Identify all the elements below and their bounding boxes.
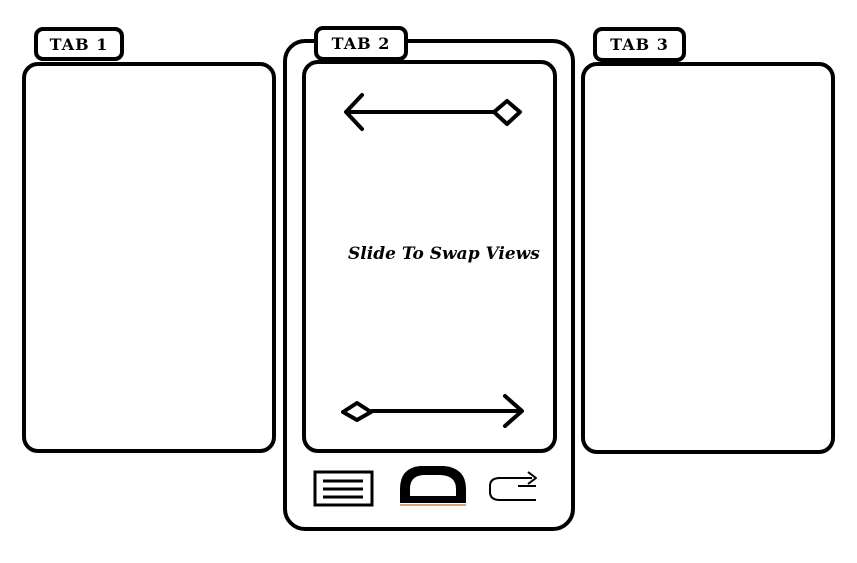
menu-icon[interactable] (313, 470, 374, 507)
tab-2[interactable]: TAB 2 (314, 26, 408, 61)
tab-3[interactable]: TAB 3 (593, 27, 686, 62)
swipe-right-arrow-icon (341, 394, 524, 428)
back-icon[interactable] (489, 471, 537, 501)
home-icon[interactable] (400, 466, 466, 506)
swipe-caption: Slide To Swap Views (348, 244, 540, 264)
view-panel-tab-3 (581, 62, 835, 454)
tab-1[interactable]: TAB 1 (34, 27, 124, 61)
swipe-left-arrow-icon (344, 93, 522, 131)
view-panel-tab-2[interactable] (302, 60, 557, 453)
view-panel-tab-1 (22, 62, 276, 453)
